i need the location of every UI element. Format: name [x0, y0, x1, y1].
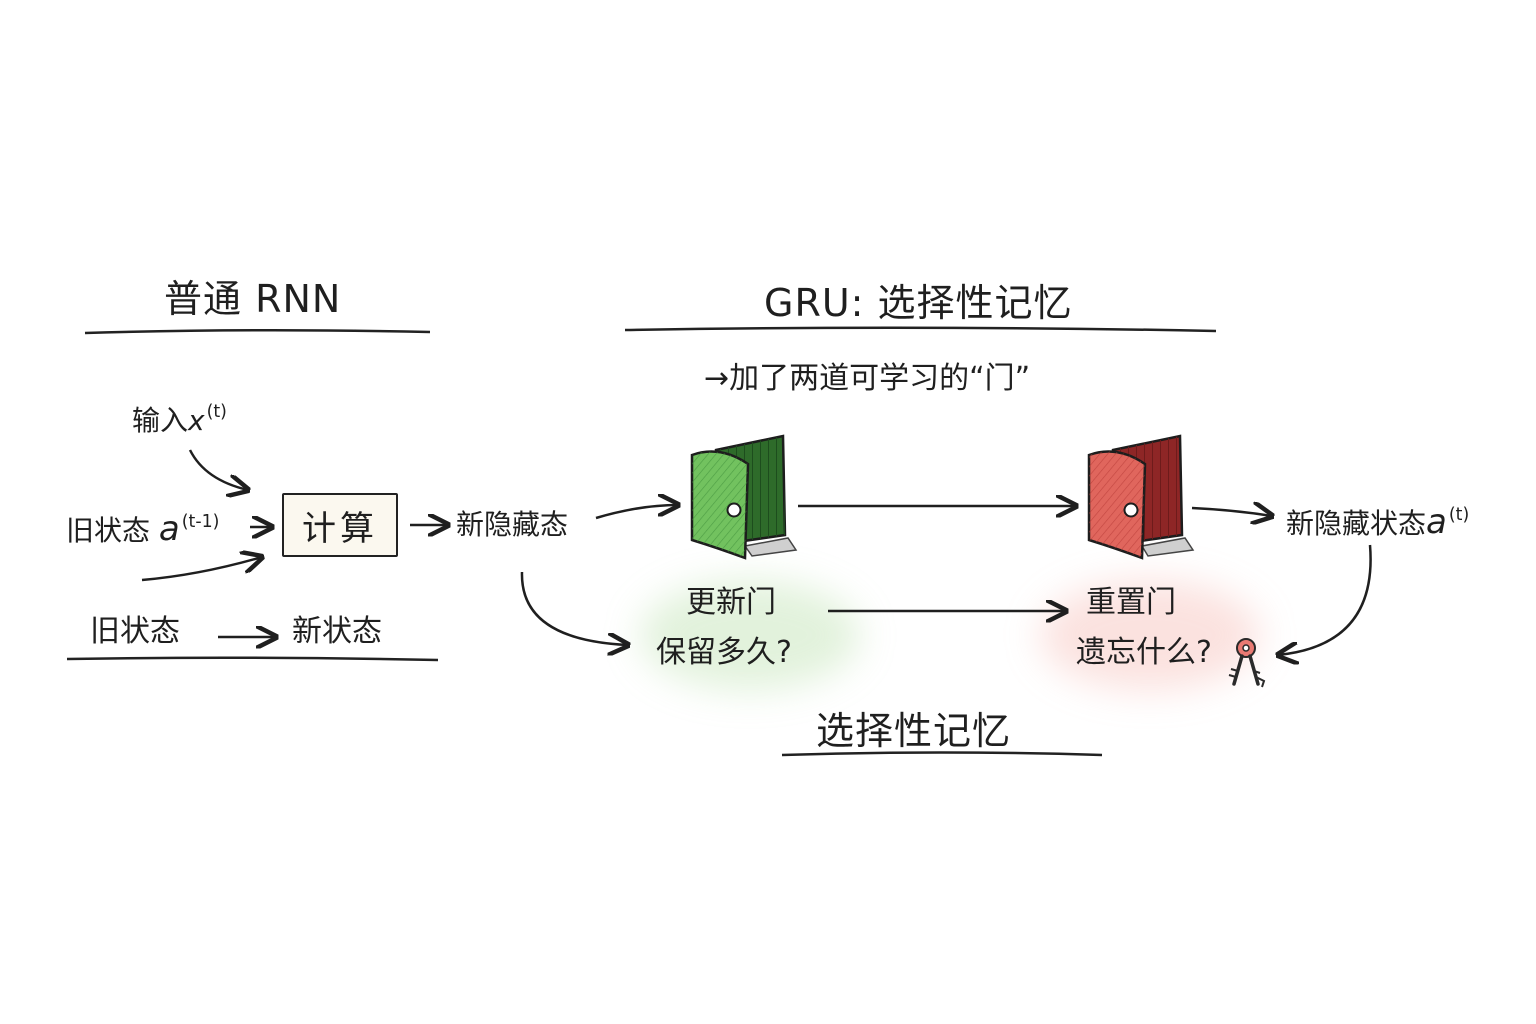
input-var: x	[188, 404, 205, 438]
summary-underline	[66, 656, 439, 662]
footer-underline	[781, 751, 1103, 757]
reset-gate-question: 遗忘什么?	[1076, 635, 1212, 670]
hidden-to-update-arrow	[520, 571, 628, 645]
output-text: 新隐藏状态	[1286, 507, 1427, 540]
green-door-icon	[690, 434, 798, 560]
output-var: a	[1426, 502, 1447, 542]
output-sup: (t)	[1448, 504, 1470, 525]
update-gate-name: 更新门	[686, 585, 776, 620]
reset-gate-name: 重置门	[1086, 585, 1176, 620]
key-icon	[1228, 638, 1266, 688]
footer-title: 选择性记忆	[816, 709, 1012, 753]
old-state-text: 旧状态	[66, 514, 151, 547]
red-door-icon	[1087, 434, 1195, 560]
input-text: 输入	[132, 404, 189, 438]
output-label: 新隐藏状态a(t)	[1286, 505, 1469, 539]
right-panel-title: GRU: 选择性记忆	[764, 281, 1073, 325]
old-state-label: 旧状态 a(t-1)	[66, 512, 219, 546]
update-gate-question: 保留多久?	[656, 635, 792, 670]
summary-to: 新状态	[292, 614, 382, 649]
update-gate-highlight	[640, 580, 860, 690]
summary-from: 旧状态	[90, 614, 180, 649]
feedback-arrow	[1278, 544, 1372, 655]
right-title-underline	[624, 326, 1217, 333]
left-panel-title: 普通 RNN	[164, 277, 342, 321]
recurrent-arrow	[141, 557, 262, 582]
reset-gate-highlight	[1040, 580, 1260, 690]
input-label: 输入x(t)	[132, 402, 227, 438]
to-update-door-arrow	[595, 505, 678, 520]
left-title-underline	[84, 328, 431, 335]
old-state-sup: (t-1)	[181, 511, 220, 532]
out-arrow	[1191, 508, 1272, 516]
new-hidden-label: 新隐藏态	[456, 508, 569, 541]
right-panel-subtitle: →加了两道可学习的“门”	[704, 361, 1031, 396]
input-arrow	[188, 449, 248, 490]
old-state-var: a	[158, 509, 180, 549]
compute-box: 计算	[282, 493, 398, 557]
input-sup: (t)	[206, 402, 227, 422]
